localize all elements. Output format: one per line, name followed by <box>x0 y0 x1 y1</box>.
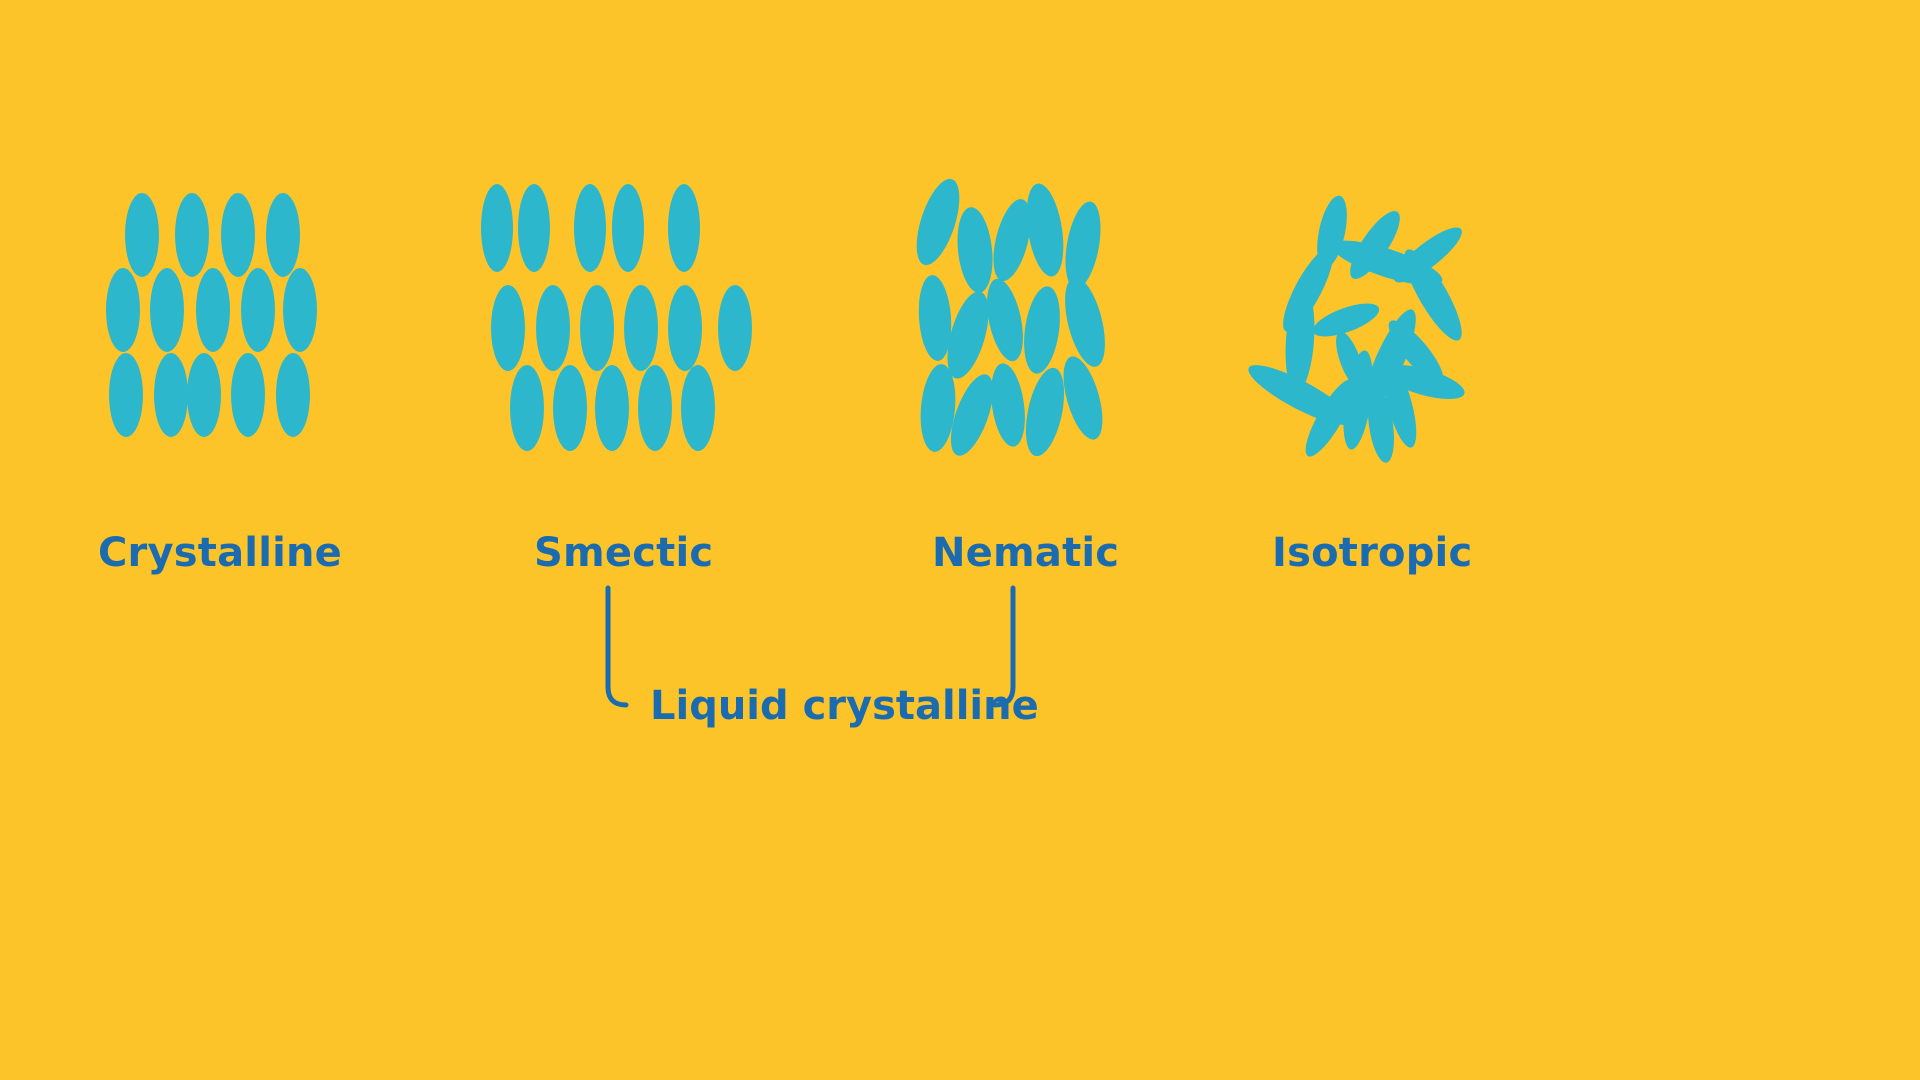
molecule-smectic <box>638 365 672 451</box>
molecule-crystalline <box>231 353 265 437</box>
molecule-crystalline <box>109 353 143 437</box>
molecule-smectic <box>536 285 570 371</box>
molecule-nematic <box>1063 356 1103 440</box>
molecule-smectic <box>510 365 544 451</box>
phase-label-nematic: Nematic <box>932 530 1120 576</box>
group-label-liquid-crystalline: Liquid crystalline <box>650 683 1039 729</box>
molecule-crystalline <box>106 268 140 352</box>
phase-label-smectic: Smectic <box>534 530 714 576</box>
molecule-isotropic <box>1404 249 1462 341</box>
molecule-isotropic <box>1305 379 1355 457</box>
molecule-smectic <box>624 285 658 371</box>
molecule-group-nematic <box>916 178 1105 457</box>
molecule-crystalline <box>175 193 209 277</box>
molecule-nematic <box>1065 201 1101 289</box>
molecule-crystalline <box>283 268 317 352</box>
molecule-smectic <box>481 184 513 272</box>
molecule-crystalline <box>154 353 188 437</box>
phase-label-isotropic: Isotropic <box>1272 530 1473 576</box>
liquid-crystalline-bracket <box>605 585 1016 708</box>
molecule-crystalline <box>150 268 184 352</box>
molecule-smectic <box>718 285 752 371</box>
molecule-crystalline <box>276 353 310 437</box>
molecule-nematic <box>1026 183 1064 277</box>
molecule-nematic <box>918 275 952 361</box>
molecule-smectic <box>518 184 550 272</box>
molecule-smectic <box>574 184 606 272</box>
molecule-isotropic <box>1383 364 1465 400</box>
molecule-nematic <box>947 291 989 379</box>
molecule-smectic <box>580 285 614 371</box>
molecule-smectic <box>595 365 629 451</box>
molecule-group-isotropic <box>1248 195 1465 463</box>
molecule-isotropic <box>1285 288 1315 392</box>
molecule-nematic <box>1024 286 1060 374</box>
molecule-crystalline <box>221 193 255 277</box>
molecule-smectic <box>681 365 715 451</box>
molecule-isotropic <box>1367 387 1395 463</box>
molecule-smectic <box>668 184 700 272</box>
molecule-smectic <box>491 285 525 371</box>
molecule-nematic <box>950 374 994 456</box>
molecule-group-smectic <box>481 184 752 451</box>
molecule-nematic <box>1025 367 1065 457</box>
molecule-smectic <box>668 285 702 371</box>
molecule-crystalline <box>241 268 275 352</box>
molecule-nematic <box>987 278 1023 362</box>
molecule-crystalline <box>187 353 221 437</box>
molecule-isotropic <box>1343 350 1373 450</box>
molecule-group-crystalline <box>106 193 317 437</box>
molecule-nematic <box>993 199 1031 281</box>
molecule-nematic <box>1065 277 1105 367</box>
molecule-nematic <box>991 363 1025 447</box>
molecule-smectic <box>612 184 644 272</box>
phase-label-crystalline: Crystalline <box>98 530 343 576</box>
molecule-isotropic <box>1312 303 1380 337</box>
molecule-isotropic <box>1383 362 1417 448</box>
molecule-crystalline <box>125 193 159 277</box>
molecule-crystalline <box>266 193 300 277</box>
molecule-isotropic <box>1388 320 1444 384</box>
molecule-nematic <box>916 178 960 266</box>
molecule-smectic <box>553 365 587 451</box>
molecule-nematic <box>957 207 993 293</box>
molecule-nematic <box>920 364 956 452</box>
molecule-crystalline <box>196 268 230 352</box>
